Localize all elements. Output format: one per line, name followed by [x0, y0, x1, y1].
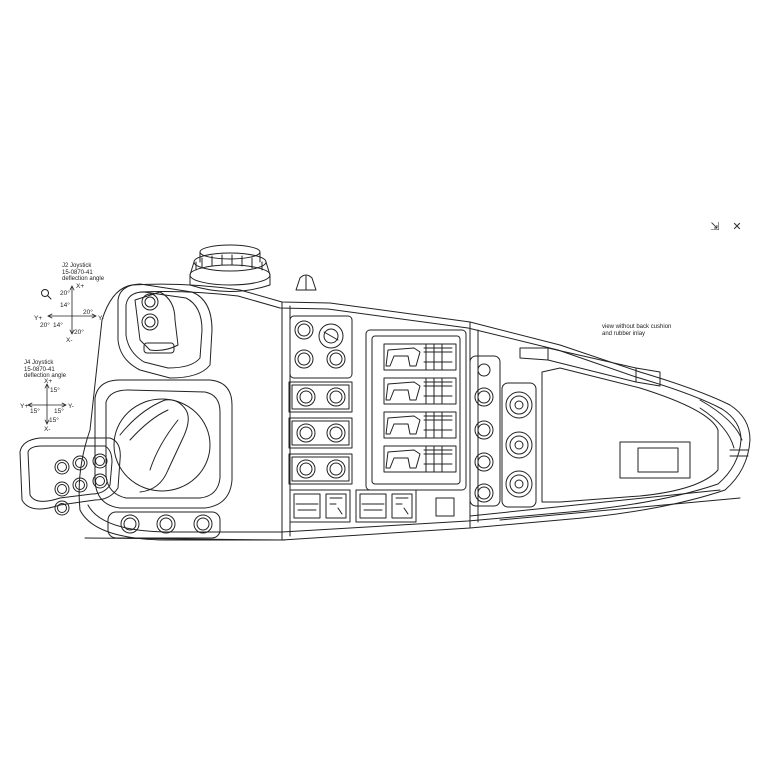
square-button[interactable] — [435, 497, 455, 517]
j4-note-line-1: J4 Joystick — [24, 360, 54, 366]
cluster-button-3[interactable] — [326, 349, 346, 369]
svg-text:20°: 20° — [83, 308, 93, 316]
j2-note-line-1: J2 Joystick — [62, 263, 92, 269]
potentiometer-2[interactable] — [505, 431, 533, 459]
svg-text:14°: 14° — [60, 301, 70, 309]
lever-4[interactable] — [383, 445, 457, 473]
hinge-right — [635, 367, 661, 387]
rocker-switch-4[interactable] — [391, 493, 413, 519]
display-window — [619, 441, 691, 479]
svg-text:Y-: Y- — [68, 403, 74, 410]
svg-text:X-: X- — [44, 426, 51, 433]
pair1-right-button[interactable] — [326, 387, 346, 407]
j4-labels: X+ 15° Y+ 15° 15° Y- 15° X- — [20, 378, 74, 433]
rocker-switch-1[interactable] — [293, 493, 321, 519]
right-button-1[interactable] — [474, 387, 494, 407]
svg-text:15°: 15° — [30, 407, 40, 415]
svg-text:X+: X+ — [44, 378, 52, 385]
svg-text:X+: X+ — [76, 283, 84, 290]
indicator-light — [477, 363, 491, 377]
j2-note-line-3: deflection angle — [62, 276, 105, 282]
pair2-left-button[interactable] — [296, 423, 316, 443]
j2-deflection-diagram — [47, 285, 97, 335]
potentiometer-3[interactable] — [505, 470, 533, 498]
rotary-dial[interactable] — [189, 244, 271, 292]
joystick-grip[interactable] — [19, 437, 121, 516]
hinge-left — [519, 347, 549, 361]
lever-1[interactable] — [383, 343, 457, 371]
right-button-4[interactable] — [474, 483, 494, 503]
rocker-switch-group-2 — [355, 489, 417, 523]
pair3-right-button[interactable] — [326, 459, 346, 479]
j2-labels: X+ 20° 14° 20° Y- Y+ 20° 14° 20° X- — [34, 283, 104, 344]
cluster-button-1[interactable] — [294, 320, 314, 340]
bottom-button-3[interactable] — [193, 514, 213, 534]
bottom-button-row — [107, 511, 221, 539]
back-view-line-2: and rubber inlay — [602, 330, 646, 337]
svg-text:20°: 20° — [74, 328, 84, 336]
zoom-icon[interactable] — [41, 289, 52, 300]
lever-3[interactable] — [383, 411, 457, 439]
potentiometer-1[interactable] — [505, 391, 533, 419]
right-button-2[interactable] — [474, 420, 494, 440]
bottom-rail — [469, 489, 721, 517]
svg-text:Y+: Y+ — [34, 315, 42, 322]
small-lever[interactable] — [295, 274, 317, 291]
close-icon[interactable]: ✕ — [732, 220, 742, 233]
button-pair-2 — [288, 417, 353, 449]
back-view-note: view without back cushion and rubber inl… — [602, 324, 671, 337]
svg-text:20°: 20° — [40, 321, 50, 329]
right-button-column — [469, 355, 501, 507]
pair1-left-button[interactable] — [296, 387, 316, 407]
pair2-right-button[interactable] — [326, 423, 346, 443]
svg-text:15°: 15° — [49, 416, 59, 424]
j2-button-bottom[interactable] — [141, 313, 159, 331]
bottom-button-1[interactable] — [120, 514, 140, 534]
cluster-button-2[interactable] — [294, 349, 314, 369]
svg-text:14°: 14° — [53, 321, 63, 329]
j4-spec-note: J4 Joystick 15-0870-41 deflection angle — [24, 360, 66, 380]
rocker-switch-2[interactable] — [325, 493, 347, 519]
mode-selector-knob[interactable] — [318, 323, 344, 349]
j4-note-line-2: 15-0870-41 — [24, 366, 55, 373]
svg-text:15°: 15° — [50, 386, 60, 394]
right-button-3[interactable] — [474, 452, 494, 472]
j2-button-top[interactable] — [141, 293, 159, 311]
j4-joystick[interactable] — [94, 379, 233, 509]
j2-note-line-2: 15-0870-41 — [62, 269, 93, 276]
svg-text:X-: X- — [66, 337, 73, 344]
back-view-line-1: view without back cushion — [602, 324, 672, 330]
j2-joystick[interactable] — [117, 283, 213, 379]
svg-text:15°: 15° — [54, 407, 64, 415]
svg-text:Y-: Y- — [98, 315, 104, 322]
j4-note-line-3: deflection angle — [24, 373, 67, 379]
potentiometer-column — [501, 382, 537, 508]
j4-deflection-diagram — [27, 383, 67, 425]
button-pair-1 — [288, 381, 353, 413]
rocker-switch-3[interactable] — [359, 493, 387, 519]
lever-2[interactable] — [383, 377, 457, 405]
display-panel — [519, 347, 749, 503]
lever-bank — [365, 329, 467, 491]
collapse-arrows-icon[interactable]: ⇲ — [710, 220, 720, 233]
display-screen — [637, 447, 679, 473]
pair3-left-button[interactable] — [296, 459, 316, 479]
rocker-switch-group-1 — [289, 489, 351, 523]
j2-spec-note: J2 Joystick 15-0870-41 deflection angle — [62, 263, 104, 283]
svg-text:Y+: Y+ — [20, 403, 28, 410]
mode-dial-cluster — [289, 315, 353, 379]
bottom-button-2[interactable] — [156, 514, 176, 534]
button-pair-3 — [288, 453, 353, 485]
svg-text:20°: 20° — [60, 289, 70, 297]
